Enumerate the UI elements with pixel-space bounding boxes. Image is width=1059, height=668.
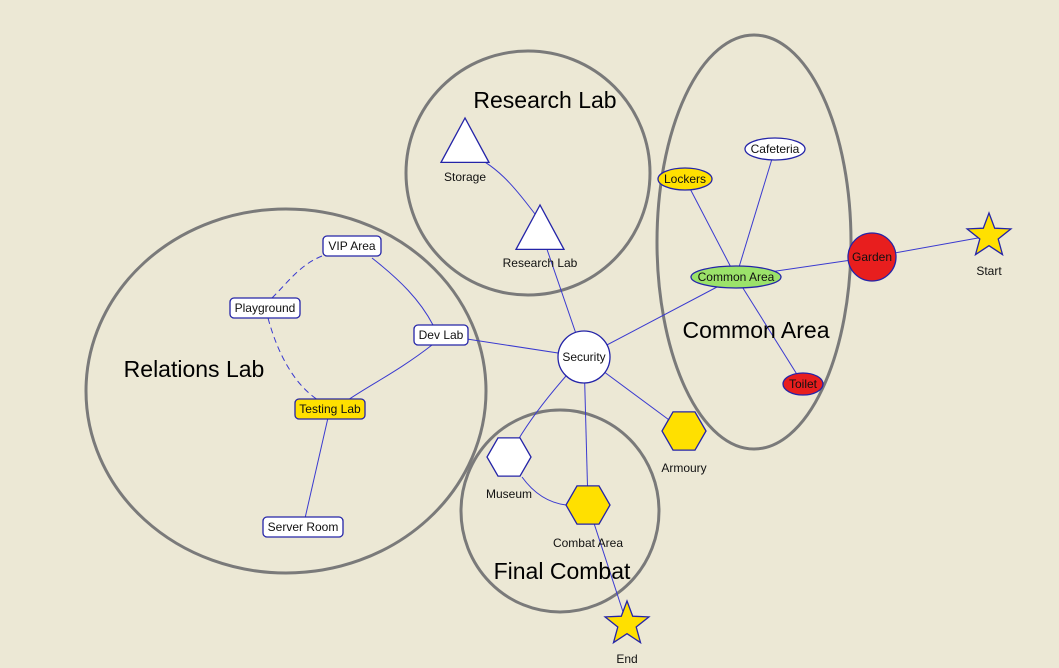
- edge-dev_lab-to-testing_lab: [347, 344, 433, 401]
- area-research-boundary: [404, 49, 652, 297]
- area-final-boundary: [459, 408, 661, 614]
- edge-playground-to-testing_lab: [267, 317, 319, 401]
- node-toilet[interactable]: Toilet: [782, 372, 824, 396]
- ellipse-shape: [782, 372, 824, 396]
- triangle-icon: [514, 203, 566, 251]
- node-label: Armoury: [661, 461, 706, 475]
- node-label: Cafeteria: [751, 142, 800, 156]
- node-common-area[interactable]: Common Area: [690, 265, 782, 289]
- node-security[interactable]: Security: [557, 330, 611, 384]
- node-label: Garden: [852, 250, 892, 264]
- edge-common_area-to-toilet: [735, 276, 804, 385]
- areas-layer: [84, 33, 853, 614]
- node-label: Toilet: [789, 377, 818, 391]
- node-label: Start: [976, 264, 1002, 278]
- node-storage[interactable]: Storage: [439, 116, 491, 184]
- node-server-room[interactable]: Server Room: [262, 516, 344, 538]
- node-label: Storage: [444, 170, 486, 184]
- node-armoury[interactable]: Armoury: [661, 411, 707, 475]
- node-label: Testing Lab: [299, 402, 361, 416]
- hexagon-icon: [661, 411, 707, 451]
- ellipse-shape: [690, 265, 782, 289]
- rounded-rect-shape: [413, 324, 469, 346]
- node-combat-area[interactable]: Combat Area: [553, 485, 623, 550]
- edge-cafeteria-to-common_area: [735, 148, 776, 278]
- star-icon: [965, 211, 1013, 257]
- node-label: Security: [562, 350, 605, 364]
- edge-vip_area-to-dev_lab: [371, 257, 434, 326]
- node-cafeteria[interactable]: Cafeteria: [744, 137, 806, 161]
- node-research-lab[interactable]: Research Lab: [503, 203, 578, 270]
- ellipse-shape: [744, 137, 806, 161]
- area-research-label: Research Lab: [473, 87, 616, 113]
- node-label: Lockers: [664, 172, 706, 186]
- area-relations-label: Relations Lab: [124, 356, 265, 382]
- node-lockers[interactable]: Lockers: [657, 167, 713, 191]
- area-final-label: Final Combat: [494, 558, 631, 584]
- rounded-rect-shape: [294, 398, 366, 420]
- rounded-rect-shape: [262, 516, 344, 538]
- node-label: Server Room: [268, 520, 339, 534]
- circle-shape: [557, 330, 611, 384]
- node-label: Museum: [486, 487, 532, 501]
- node-playground[interactable]: Playground: [229, 297, 301, 319]
- edge-combat_area-to-end: [587, 504, 628, 625]
- node-end[interactable]: End: [603, 599, 651, 666]
- rounded-rect-shape: [229, 297, 301, 319]
- circle-shape: [847, 232, 897, 282]
- node-vip-area[interactable]: VIP Area: [322, 235, 382, 257]
- edge-testing_lab-to-server_room: [302, 408, 331, 528]
- edge-common_area-to-security: [583, 276, 737, 358]
- area-common-label: Common Area: [682, 317, 829, 343]
- hexagon-icon: [565, 485, 611, 525]
- rounded-rect-shape: [322, 235, 382, 257]
- node-start[interactable]: Start: [965, 211, 1013, 278]
- star-icon: [603, 599, 651, 645]
- edge-lockers-to-common_area: [684, 178, 737, 278]
- node-museum[interactable]: Museum: [486, 437, 532, 501]
- area-common-boundary: [655, 33, 853, 451]
- node-garden[interactable]: Garden: [847, 232, 897, 282]
- area-relations-boundary: [84, 207, 488, 575]
- triangle-icon: [439, 116, 491, 164]
- node-label: Combat Area: [553, 536, 623, 550]
- node-dev-lab[interactable]: Dev Lab: [413, 324, 469, 346]
- edge-vip_area-to-playground: [271, 255, 323, 299]
- edge-museum-to-combat_area: [521, 476, 567, 506]
- node-testing-lab[interactable]: Testing Lab: [294, 398, 366, 420]
- hexagon-icon: [486, 437, 532, 477]
- node-label: Dev Lab: [419, 328, 464, 342]
- node-label: Common Area: [698, 270, 775, 284]
- edge-security-to-museum: [517, 375, 567, 441]
- node-label: End: [616, 652, 637, 666]
- node-label: Research Lab: [503, 256, 578, 270]
- ellipse-shape: [657, 167, 713, 191]
- node-label: Playground: [235, 301, 296, 315]
- node-label: VIP Area: [328, 239, 375, 253]
